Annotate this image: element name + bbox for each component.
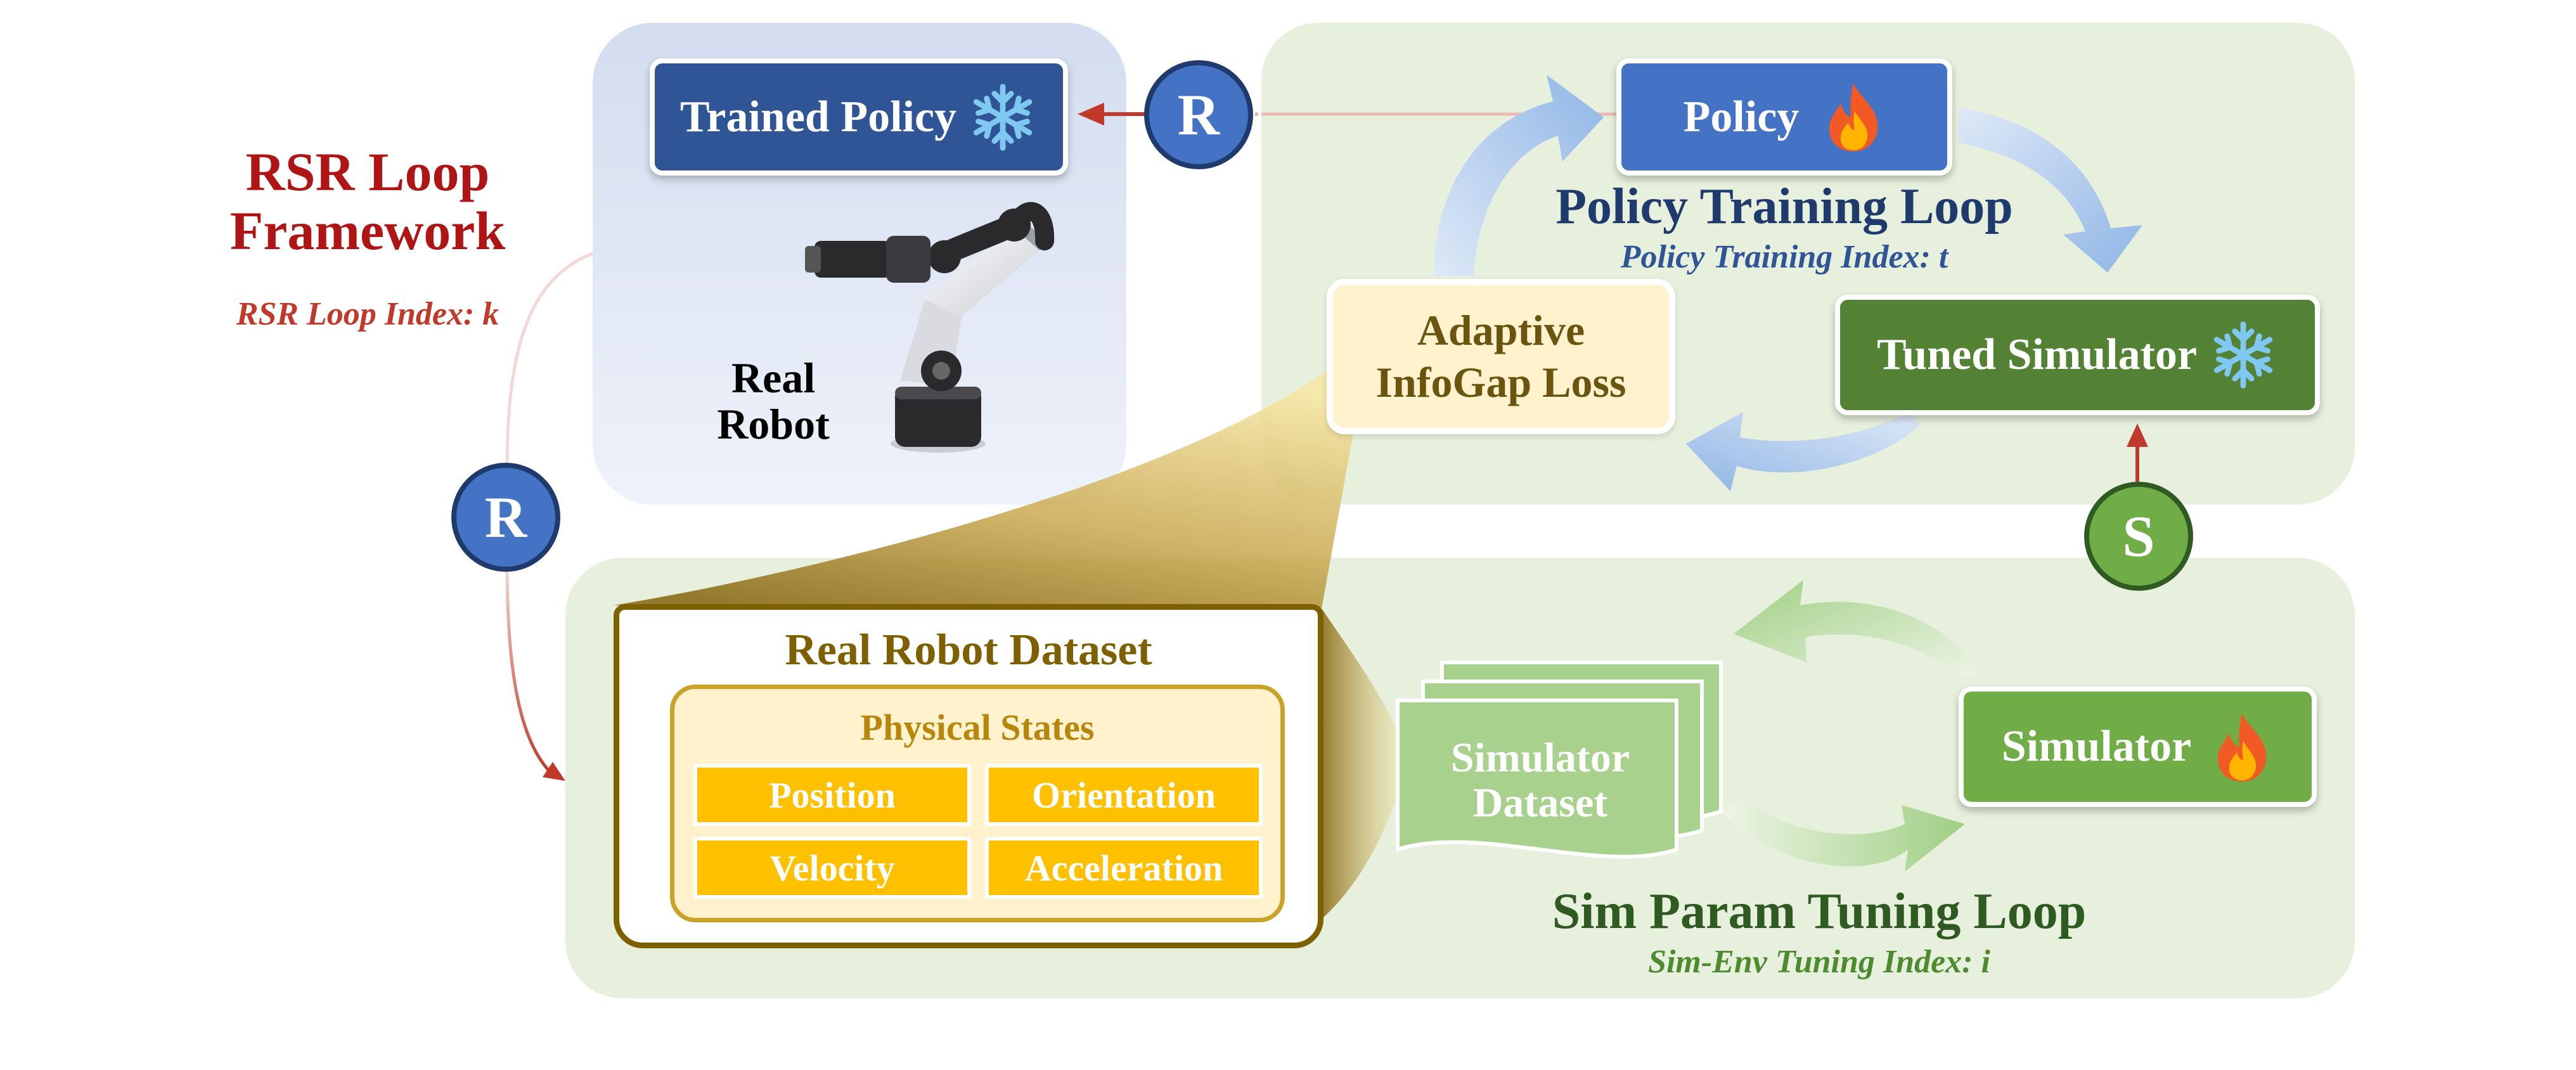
- flame-icon: [2218, 712, 2267, 782]
- simulator-node: Simulator: [1959, 686, 2317, 807]
- adaptive-line1: Adaptive: [1417, 306, 1585, 354]
- s-to-tuned-sim-arrowhead: [2127, 423, 2148, 447]
- policy-label: Policy: [1683, 92, 1800, 141]
- snowflake-icon: [973, 83, 1033, 151]
- badge-r-top: R: [1144, 60, 1253, 169]
- adaptive-infogap-loss-node: Adaptive InfoGap Loss: [1327, 279, 1675, 434]
- flame-icon: [1829, 83, 1878, 151]
- sim-tuning-loop-title: Sim Param Tuning Loop: [1552, 884, 2087, 939]
- trained-policy-node: Trained Policy: [650, 58, 1068, 176]
- real-robot-line1: Real: [731, 354, 816, 402]
- rsr-loop-index: RSR Loop Index: k: [236, 296, 499, 332]
- sim-tuning-index: Sim-Env Tuning Index: i: [1648, 944, 1990, 980]
- field-velocity-label: Velocity: [770, 847, 895, 889]
- real-robot-line2: Robot: [717, 400, 830, 449]
- zoom-funnel-left: [614, 368, 1363, 609]
- badge-r-top-label: R: [1177, 82, 1220, 147]
- policy-training-loop-title: Policy Training Loop: [1555, 179, 2013, 235]
- simulator-dataset-stack: [1396, 661, 1723, 859]
- field-position-label: Position: [769, 774, 896, 816]
- field-position: Position: [693, 764, 971, 826]
- robot-arm-image: [805, 202, 1055, 453]
- framework-title: RSR Loop Framework: [209, 143, 526, 261]
- loop-arrow-tuned-to-adaptive: [1686, 412, 1921, 491]
- r-to-trained-policy-arrowhead: [1078, 103, 1104, 126]
- badge-s: S: [2084, 482, 2193, 591]
- tuned-simulator-node: Tuned Simulator: [1835, 295, 2320, 415]
- physical-states-group: Physical States Position Orientation Vel…: [670, 685, 1285, 922]
- loop-arrow-dataset-to-simulator: [1721, 796, 1965, 872]
- framework-title-line2: Framework: [229, 200, 506, 261]
- field-acceleration: Acceleration: [985, 837, 1263, 899]
- loop-arrow-simulator-to-dataset: [1734, 580, 1981, 678]
- badge-s-label: S: [2122, 504, 2155, 569]
- real-robot-label: Real Robot: [685, 354, 862, 449]
- trained-policy-label: Trained Policy: [679, 92, 957, 141]
- field-orientation: Orientation: [985, 764, 1263, 826]
- zoom-funnel-right: [1322, 609, 1401, 919]
- physical-states-title: Physical States: [860, 707, 1095, 748]
- field-acceleration-label: Acceleration: [1024, 847, 1223, 889]
- framework-title-line1: RSR Loop: [245, 141, 490, 202]
- real-robot-dataset-box: Real Robot Dataset Physical States Posit…: [614, 604, 1323, 948]
- loop-arrow-adaptive-to-policy: [1434, 75, 1604, 276]
- tuned-simulator-label: Tuned Simulator: [1876, 330, 2198, 379]
- rsr-loop-arrowhead: [543, 762, 565, 781]
- field-velocity: Velocity: [693, 837, 971, 899]
- policy-training-index: Policy Training Index: t: [1620, 239, 1948, 275]
- simulator-dataset-line2: Dataset: [1472, 780, 1608, 827]
- rsr-loop-arrow-lower: [505, 564, 553, 775]
- policy-node: Policy: [1616, 58, 1952, 176]
- badge-r-left-label: R: [484, 485, 527, 550]
- badge-r-left: R: [451, 463, 560, 572]
- rsr-loop-arrow-upper: [505, 252, 593, 470]
- loop-arrow-policy-to-tuned: [1959, 108, 2142, 273]
- real-robot-dataset-title: Real Robot Dataset: [785, 626, 1152, 674]
- simulator-dataset-line1: Simulator: [1450, 735, 1630, 781]
- simulator-dataset-label: Simulator Dataset: [1404, 735, 1677, 826]
- simulator-label: Simulator: [2001, 722, 2192, 771]
- field-orientation-label: Orientation: [1032, 774, 1216, 816]
- snowflake-icon: [2213, 321, 2273, 389]
- adaptive-line2: InfoGap Loss: [1375, 358, 1626, 406]
